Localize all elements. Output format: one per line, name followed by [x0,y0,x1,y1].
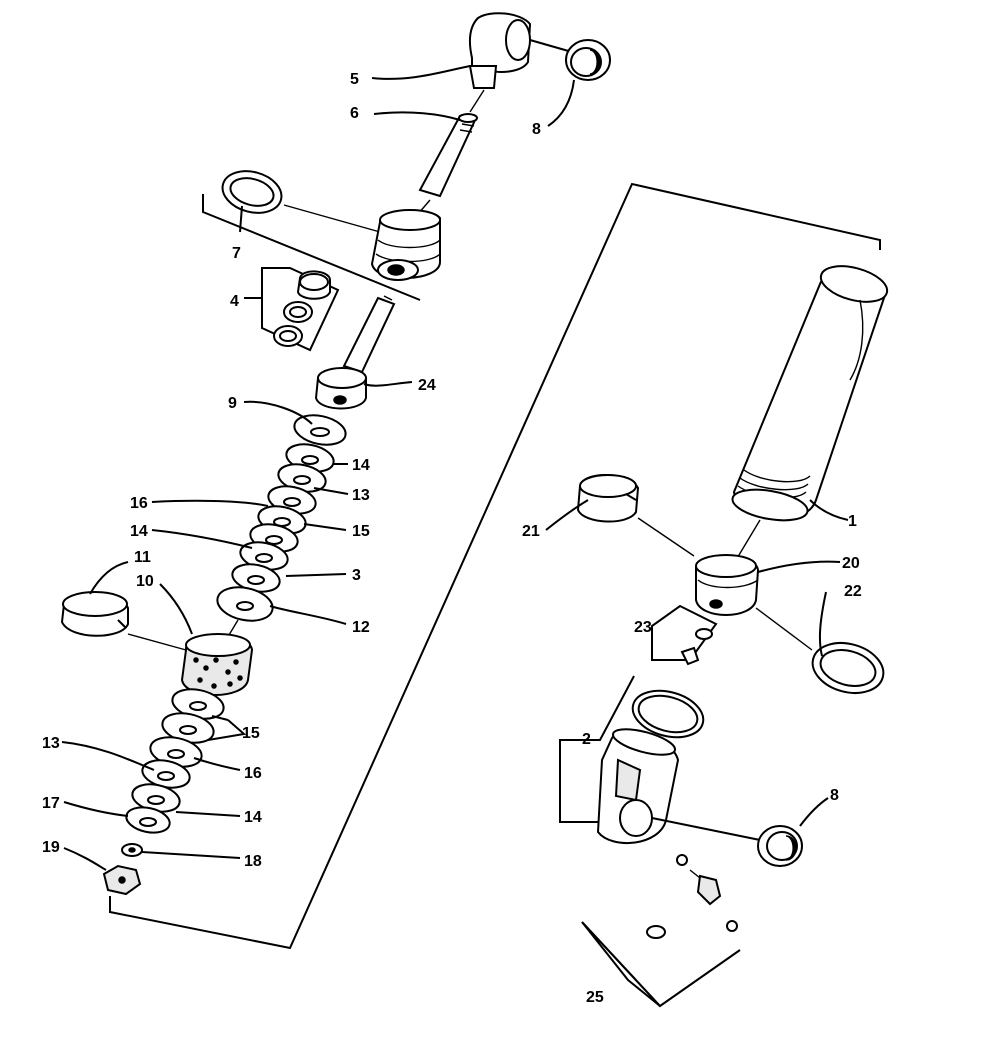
bracket-2 [559,675,635,823]
callout-11: 11 [134,549,151,566]
part-valve-kit-25 [646,854,738,939]
callout-7: 7 [232,245,241,262]
part-rod-guide [370,209,441,281]
callout-19: 19 [42,839,60,856]
callout-23: 23 [634,619,652,636]
callout-13-top: 13 [352,487,370,504]
callout-5: 5 [350,71,359,88]
part-nut-19 [102,864,142,896]
callout-18: 18 [244,853,262,870]
callout-2: 2 [582,731,591,748]
callout-14-bottom: 14 [244,809,262,826]
callout-15-top: 15 [352,523,370,540]
part-piston-ring-11 [60,591,129,637]
part-lower-body-2 [596,728,761,845]
callout-25: 25 [586,989,604,1006]
callout-9: 9 [228,395,237,412]
callout-1: 1 [848,513,857,530]
leader-lines [61,65,849,871]
callout-15-bottom: 15 [242,725,260,742]
part-snap-ring-21 [576,473,640,523]
callout-6: 6 [350,105,359,122]
callout-13-bottom: 13 [42,735,60,752]
callout-labels: 5 6 8 7 4 24 9 14 13 16 14 15 11 3 10 12… [42,71,862,1006]
callout-22: 22 [844,583,862,600]
part-cylinder-head-20 [695,554,760,616]
bracket-main [109,182,881,950]
part-cylinder-1 [731,265,889,561]
part-eye-end [468,12,573,89]
part-piston-10 [180,633,254,696]
shim-stack-upper [216,443,335,622]
part-bushing-bottom [757,825,803,867]
callout-16-top: 16 [130,495,148,512]
callout-16-bottom: 16 [244,765,262,782]
callout-24: 24 [418,377,436,394]
part-valve-body-24 [314,367,367,410]
callout-20: 20 [842,555,860,572]
callout-10: 10 [136,573,154,590]
part-bushing-top [565,39,611,81]
callout-4: 4 [230,293,239,310]
callout-14-top: 14 [352,457,370,474]
callout-8-bottom: 8 [830,787,839,804]
bracket-7 [202,194,421,301]
callout-21: 21 [522,523,540,540]
part-shaft [342,296,396,374]
callout-17: 17 [42,795,60,812]
callout-14-mid: 14 [130,523,148,540]
shim-stack-lower [125,688,225,834]
callout-8-top: 8 [532,121,541,138]
bracket-23 [651,604,718,661]
callout-12: 12 [352,619,370,636]
part-bushings-4 [261,267,340,352]
part-piston-rod [418,113,478,198]
callout-3: 3 [352,567,361,584]
